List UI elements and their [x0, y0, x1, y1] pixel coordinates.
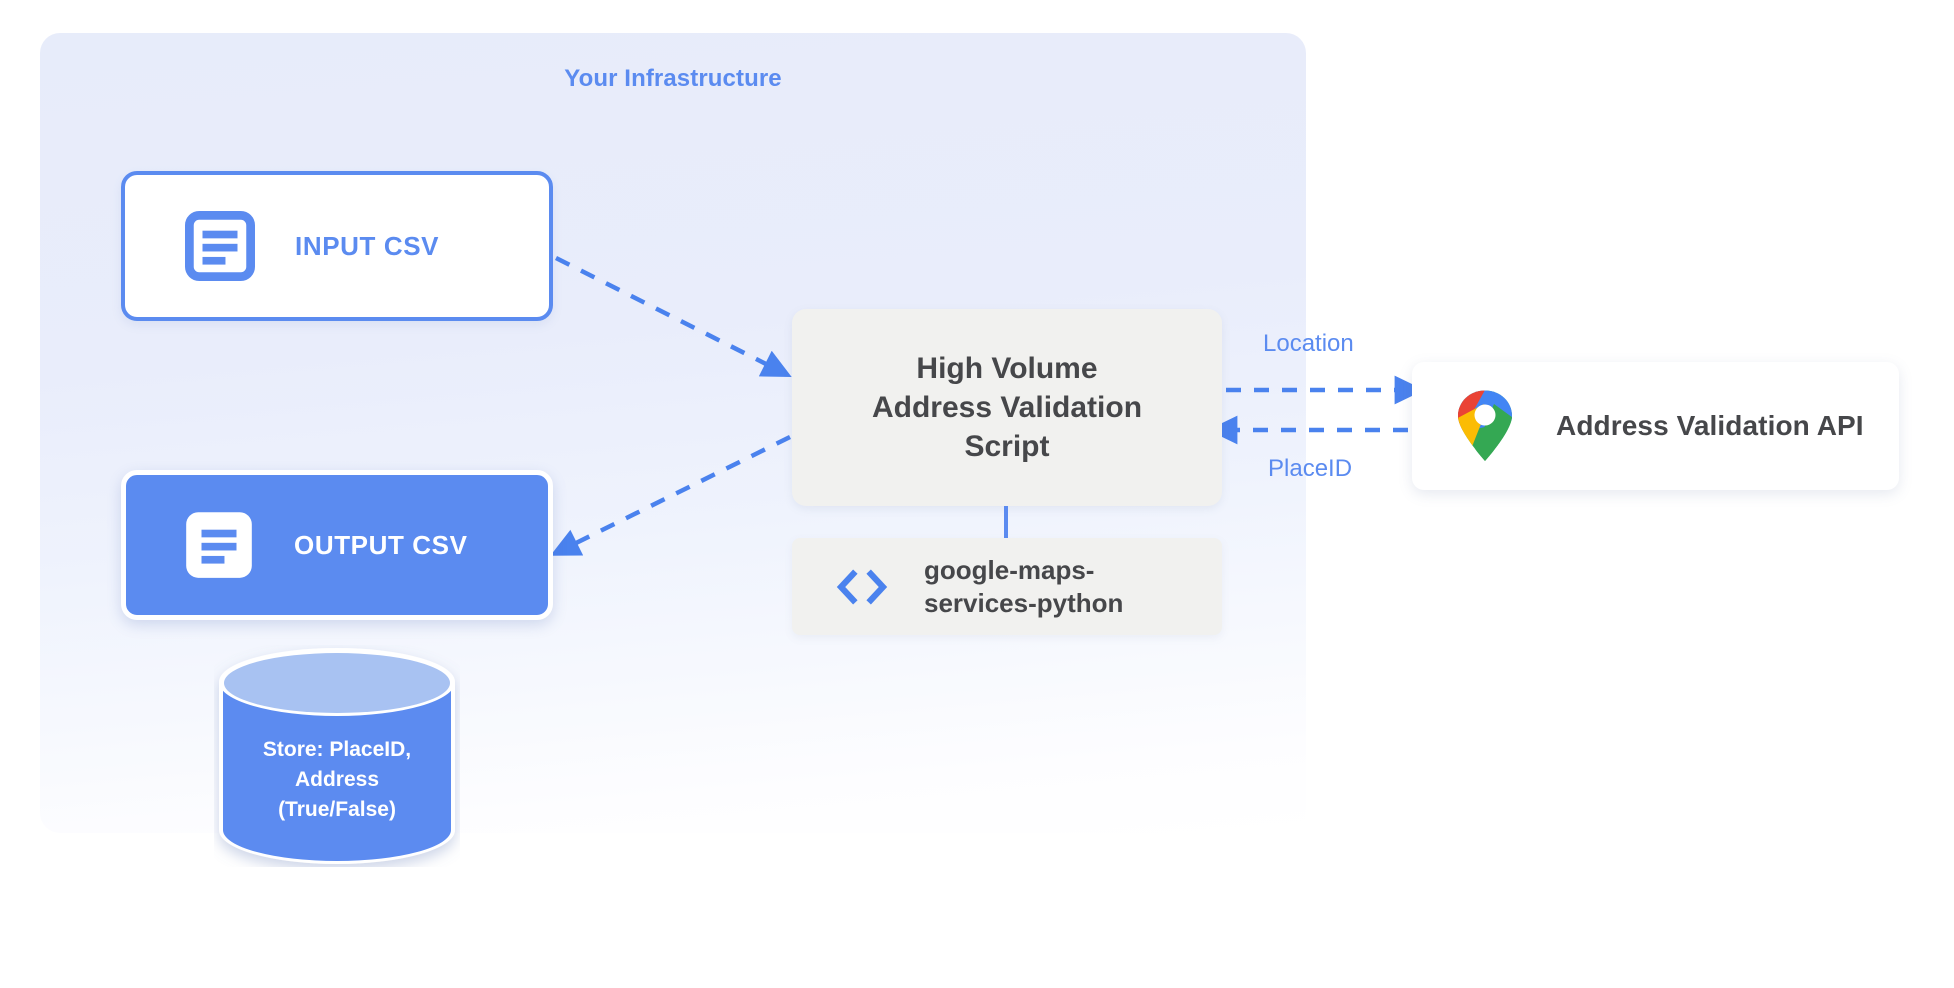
google-maps-pin-icon — [1454, 390, 1516, 462]
input-csv-node[interactable]: INPUT CSV — [121, 171, 553, 321]
validation-script-node[interactable]: High Volume Address Validation Script — [792, 309, 1222, 506]
edge-label-location: Location — [1263, 330, 1354, 357]
client-library-label: google-maps- services-python — [924, 555, 1124, 618]
client-library-node[interactable]: google-maps- services-python — [792, 538, 1222, 635]
database-cylinder-node[interactable] — [214, 645, 460, 867]
input-csv-label: INPUT CSV — [295, 230, 440, 261]
validation-script-label: High Volume Address Validation Script — [871, 351, 1143, 464]
address-validation-api-label: Address Validation API — [1556, 410, 1864, 441]
document-icon — [185, 211, 255, 281]
output-csv-label: OUTPUT CSV — [294, 529, 468, 560]
address-validation-api-node[interactable]: Address Validation API — [1412, 362, 1899, 490]
edge-label-placeid: PlaceID — [1268, 455, 1353, 482]
your-infrastructure-title: Your Infrastructure — [564, 65, 782, 92]
output-csv-node[interactable]: OUTPUT CSV — [121, 470, 553, 620]
script-library-connector — [1004, 506, 1008, 541]
document-icon — [184, 510, 254, 580]
code-brackets-icon — [834, 565, 890, 609]
